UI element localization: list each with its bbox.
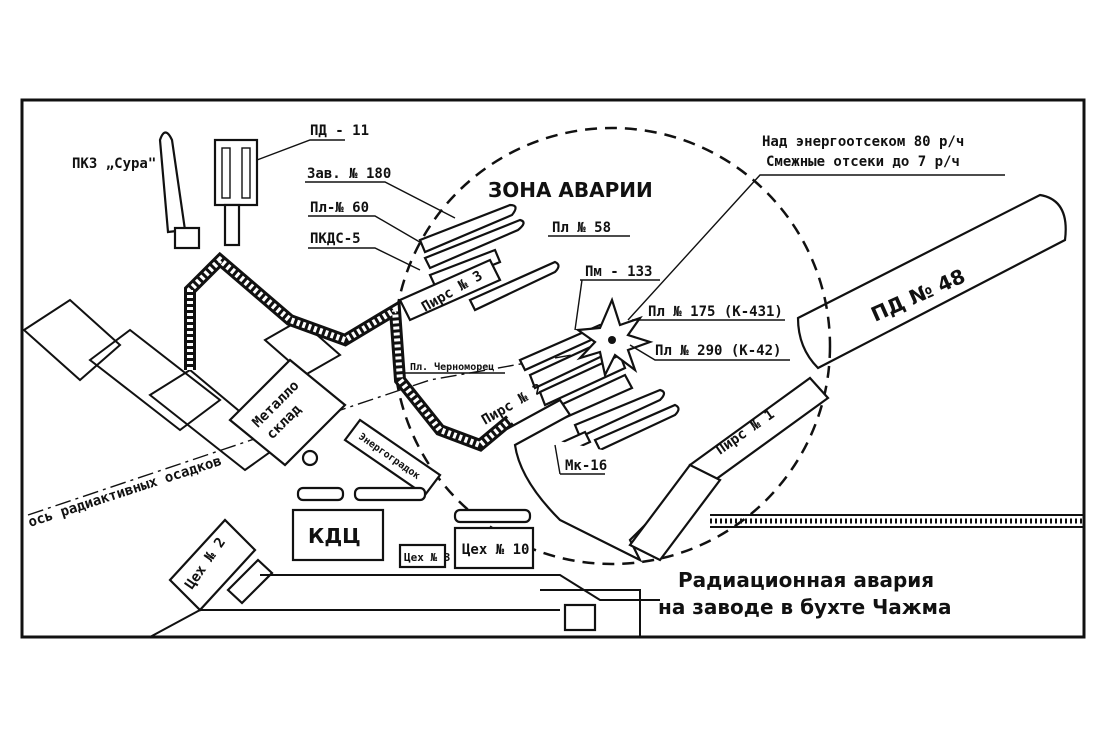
railway [710,514,1084,528]
pl-60-label: Пл-№ 60 [310,200,369,216]
pkz-sura-label: ПКЗ „Сура" [72,156,156,172]
ceh-3-building [398,543,447,569]
ceh-10-building [453,526,535,570]
pl-175-label: Пл № 175 (К-431) [648,304,783,320]
radiation-note-1: Над энергоотсеком 80 р/ч [762,134,964,150]
kdc-label: КДЦ [308,524,361,548]
pkz-sura-ship [158,131,187,234]
metal-warehouse [228,358,347,467]
title-line-2: на заводе в бухте Чажма [658,595,952,619]
ceh-2-building [168,518,257,612]
zone-label: ЗОНА АВАРИИ [488,178,653,202]
title-line-1: Радиационная авария [678,568,934,592]
pier-2 [504,398,701,563]
mk-16-label: Мк-16 [565,458,607,474]
pd-11-label: ПД - 11 [310,123,369,139]
zav-180-label: Зав. № 180 [307,166,391,182]
ceh-3-label: Цех № 3 [404,551,450,564]
pier-3 [398,258,502,322]
callout-line [627,174,1005,321]
ceh-10-label: Цех № 10 [462,542,529,558]
pd-48-dock [796,193,1067,370]
energo-building [343,418,442,497]
radiation-note-2: Смежные отсеки до 7 р/ч [766,154,960,170]
pl-58-label: Пл № 58 [552,220,611,236]
pkds-5-label: ПКДС-5 [310,231,361,247]
pl-290-label: Пл № 290 (К-42) [655,343,781,359]
pm-133-label: Пм - 133 [585,264,652,280]
chernomorets-label: Пл. Черноморец [410,361,494,373]
kdc-building [291,508,385,562]
road [260,574,660,601]
